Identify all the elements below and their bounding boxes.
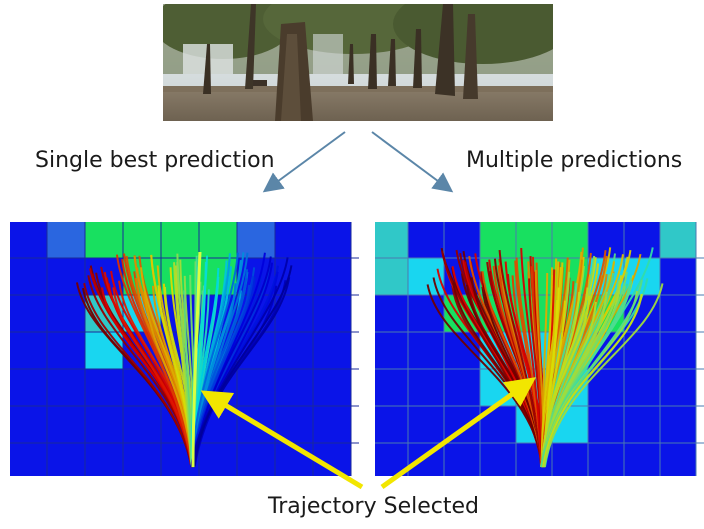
single-prediction-costmap (10, 222, 359, 476)
scene-photo (163, 4, 553, 121)
arrow-to-multiple (371, 131, 454, 193)
single-prediction-label: Single best prediction (35, 148, 275, 173)
left-trajectories (75, 251, 293, 468)
arrow-to-single (262, 131, 346, 193)
trajectory-selected-label: Trajectory Selected (268, 494, 479, 519)
multiple-predictions-label: Multiple predictions (466, 148, 683, 173)
right-trajectories (426, 247, 664, 468)
multiple-predictions-costmap (375, 222, 704, 476)
